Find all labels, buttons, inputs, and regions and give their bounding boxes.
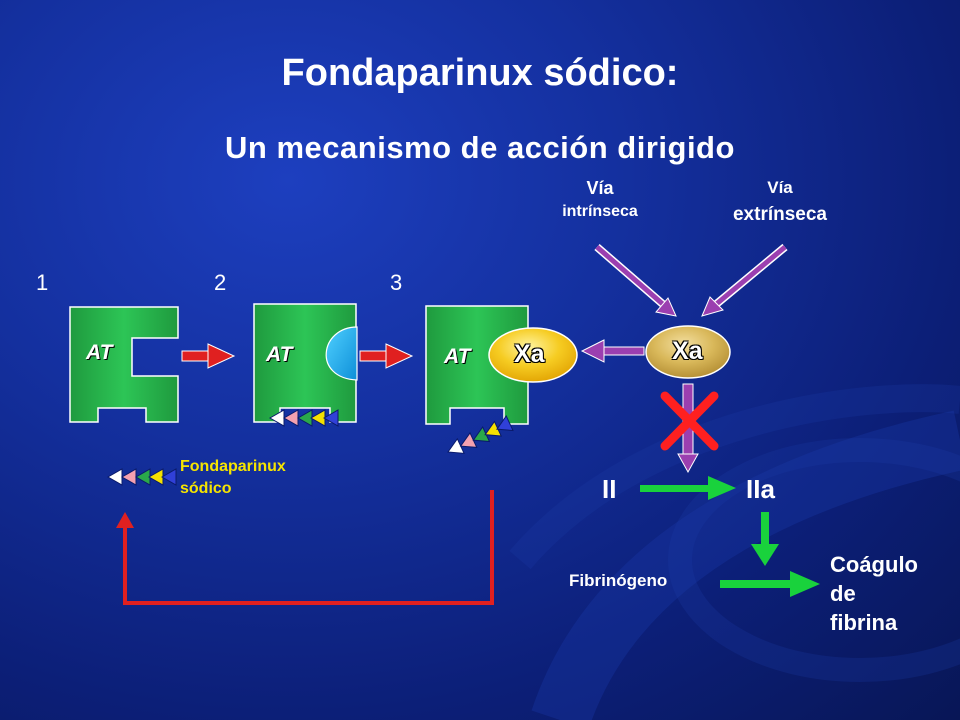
page-subtitle: Un mecanismo de acción dirigido: [225, 130, 735, 165]
at-label-2: AT: [266, 343, 293, 366]
factor-ii-label: II: [602, 474, 617, 504]
blocked-x-icon: [660, 391, 719, 451]
step-number-2: 2: [214, 270, 227, 295]
antithrombin-2: [253, 303, 358, 423]
red-arrow-1-to-2: [181, 343, 236, 369]
step-number-1: 1: [36, 270, 49, 295]
factor-xa-bound: [488, 327, 578, 383]
intrinsic-pathway-label: Vía intrínseca: [562, 178, 638, 220]
xa-label-bound: Xa: [514, 340, 545, 368]
extrinsic-pathway-label: Vía extrínseca: [732, 178, 827, 225]
at-label-1: AT: [86, 341, 113, 364]
fondaparinux-label: Fondaparinux sódico: [180, 458, 286, 497]
page-title: Fondaparinux sódico:: [281, 52, 679, 94]
recycle-loop-arrow: [116, 490, 494, 605]
at-label-3: AT: [444, 345, 471, 368]
green-arrow-iia-down: [751, 512, 779, 566]
step-number-3: 3: [390, 270, 403, 295]
green-arrow-ii-to-iia: [640, 476, 736, 500]
fibrinogen-label: Fibrinógeno: [569, 571, 668, 590]
arrow-intrinsic-to-xa: [594, 243, 677, 317]
arrow-extrinsic-to-xa: [701, 243, 788, 317]
factor-xa-free: [645, 325, 731, 379]
fondaparinux-molecule-legend: [106, 468, 177, 486]
purple-arrow-xa: [580, 339, 645, 363]
conformational-change-shape: [325, 326, 358, 381]
xa-label-free: Xa: [672, 337, 703, 365]
green-arrow-fibrinogen-to-clot: [720, 571, 820, 597]
fibrin-clot-label: Coágulo de fibrina: [830, 552, 918, 635]
red-arrow-2-to-3: [359, 343, 414, 369]
fondaparinux-molecule-released: [447, 415, 514, 454]
antithrombin-1: [69, 306, 179, 423]
fondaparinux-molecule-bound: [268, 409, 339, 427]
factor-iia-label: IIa: [746, 474, 775, 504]
